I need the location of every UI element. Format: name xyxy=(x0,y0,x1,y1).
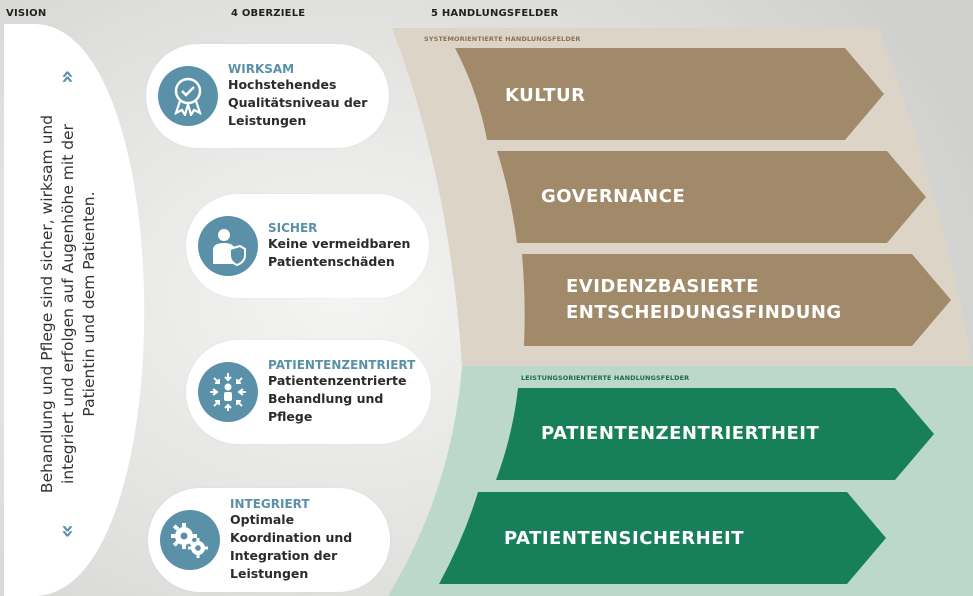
vision-panel xyxy=(4,24,145,596)
arrow-patientenzentriertheit xyxy=(496,388,934,480)
goal-card-sicher: SICHER Keine vermeidbaren Patientenschäd… xyxy=(186,194,429,298)
field-label-patientenzentriertheit: PATIENTENZENTRIERTHEIT xyxy=(541,423,820,444)
goal-description: Keine vermeidbaren Patientenschäden xyxy=(268,236,411,269)
header-fields: 5 HANDLUNGSFELDER xyxy=(431,8,559,19)
gears-icon xyxy=(160,510,220,570)
goal-card-integriert: INTEGRIERT Optimale Koordination und Int… xyxy=(148,488,390,592)
arrow-patientensicherheit xyxy=(439,492,886,584)
person-center-icon xyxy=(198,362,258,422)
field-label-governance: GOVERNANCE xyxy=(541,186,686,207)
field-label-evidenz: EVIDENZBASIERTE ENTSCHEIDUNGSFINDUNG xyxy=(566,276,842,323)
goal-description: Hochstehendes Qualitätsniveau der Leistu… xyxy=(228,77,368,128)
section-label-service: LEISTUNGSORIENTIERTE HANDLUNGSFELDER xyxy=(521,374,690,382)
double-chevron-left-icon: « xyxy=(55,524,80,539)
vision-text: Behandlung und Pflege sind sicher, wirks… xyxy=(37,114,98,494)
goal-title: WIRKSAM xyxy=(228,62,295,76)
vision-statement: « Behandlung und Pflege sind sicher, wir… xyxy=(26,69,110,539)
goal-card-wirksam: WIRKSAM Hochstehendes Qualitätsniveau de… xyxy=(146,44,389,148)
header-goals: 4 OBERZIELE xyxy=(231,8,306,19)
header-vision: VISION xyxy=(6,8,47,19)
award-icon xyxy=(158,66,218,126)
field-label-kultur: KULTUR xyxy=(505,85,586,106)
arrow-kultur xyxy=(455,48,884,140)
double-chevron-right-icon: » xyxy=(55,69,80,84)
arrow-governance xyxy=(497,151,926,243)
goal-title: PATIENTENZENTRIERT xyxy=(268,358,416,372)
section-label-system: SYSTEMORIENTIERTE HANDLUNGSFELDER xyxy=(424,35,581,43)
field-label-patientensicherheit: PATIENTENSICHERHEIT xyxy=(504,528,744,549)
arrow-evidenz xyxy=(522,254,951,346)
person-shield-icon xyxy=(198,216,258,276)
goal-title: INTEGRIERT xyxy=(230,497,310,511)
goal-description: Patientenzentrierte Behandlung und Pfleg… xyxy=(268,373,407,424)
goal-description: Optimale Koordination und Integration de… xyxy=(230,512,353,581)
goal-title: SICHER xyxy=(268,221,318,235)
goal-card-patientenzentriert: PATIENTENZENTRIERT Patientenzentrierte B… xyxy=(186,340,431,444)
